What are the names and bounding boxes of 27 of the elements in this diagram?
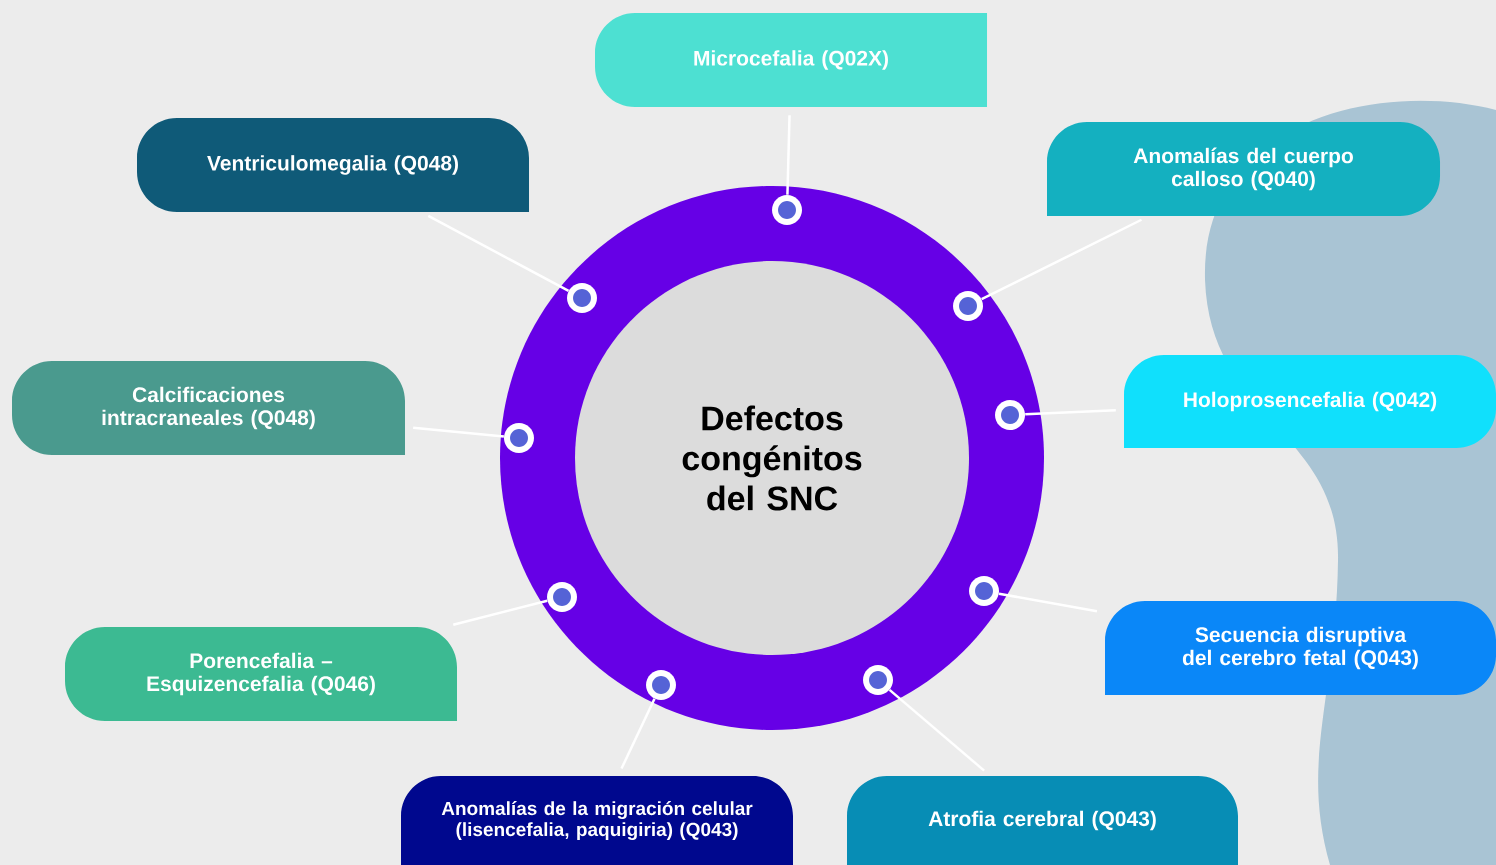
leader-line — [427, 214, 570, 292]
label-box: Microcefalia (Q02X) — [595, 13, 987, 107]
leader-line — [1025, 408, 1116, 416]
dot-marker — [772, 195, 802, 225]
label-box: Porencefalia – Esquizencefalia (Q046) — [65, 627, 457, 721]
leader-line — [981, 218, 1143, 301]
dot-marker — [646, 670, 676, 700]
label-box: Anomalías de la migración celular (lisencefalia, paquigiria) (Q043) — [401, 776, 793, 865]
label-box: Atrofia cerebral (Q043) — [847, 776, 1238, 865]
leader-line — [786, 115, 791, 195]
label-box: Holoprosencefalia (Q042) — [1124, 355, 1496, 448]
dot-marker — [504, 423, 534, 453]
label-box: Anomalías del cuerpo calloso (Q040) — [1047, 122, 1440, 216]
leader-line — [998, 592, 1098, 613]
label-box: Ventriculomegalia (Q048) — [137, 118, 529, 212]
leader-line — [452, 599, 548, 627]
leader-line — [413, 426, 504, 438]
label-box: Secuencia disruptiva del cerebro fetal (Q043) — [1105, 601, 1496, 695]
dot-marker — [863, 665, 893, 695]
label-box: Calcificaciones intracraneales (Q048) — [12, 361, 405, 455]
dot-marker — [953, 291, 983, 321]
dot-marker — [995, 400, 1025, 430]
leader-line — [620, 698, 656, 770]
leader-line — [888, 688, 985, 772]
dot-marker — [547, 582, 577, 612]
dot-marker — [969, 576, 999, 606]
dot-marker — [567, 283, 597, 313]
